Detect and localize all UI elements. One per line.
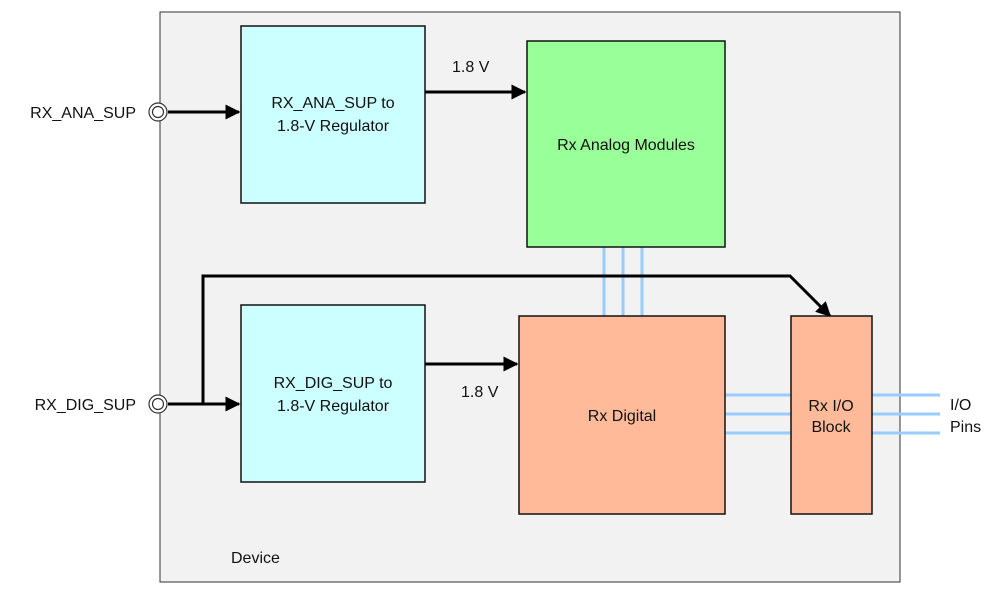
rx-analog-modules-block [526,40,726,248]
analog-digital-bus [602,247,644,316]
device-label: Device [231,550,280,567]
dig-regulator-label-line2: 1.8-V Regulator [277,398,390,415]
io-pins-bus [872,393,940,435]
io-pins-label-line2: Pins [950,419,981,436]
ana-regulator-block [240,25,426,204]
rx-io-block-label-line2: Block [811,419,851,436]
ana-regulator-label-line2: 1.8-V Regulator [277,118,390,135]
rx-digital-block [518,315,726,515]
dig-supply-to-io-wire [201,274,832,404]
rx-digital-label: Rx Digital [588,408,656,425]
io-pins-label-line1: I/O [950,397,971,414]
rx-ana-sup-terminal [148,102,168,122]
ana-voltage-label: 1.8 V [452,59,490,76]
digital-io-bus [725,393,791,435]
ana-regulator-label-line1: RX_ANA_SUP to [271,95,394,112]
dig-regulator-block [240,304,426,483]
dig-regulator-label-line1: RX_DIG_SUP to [274,375,393,392]
dig-voltage-label: 1.8 V [461,384,499,401]
rx-io-block-label-line1: Rx I/O [808,398,853,415]
rx-dig-sup-label: RX_DIG_SUP [35,397,136,414]
rx-ana-sup-label: RX_ANA_SUP [30,105,136,122]
rx-analog-modules-label: Rx Analog Modules [557,137,695,154]
rx-io-block [790,315,873,515]
rx-dig-sup-terminal [148,394,168,414]
